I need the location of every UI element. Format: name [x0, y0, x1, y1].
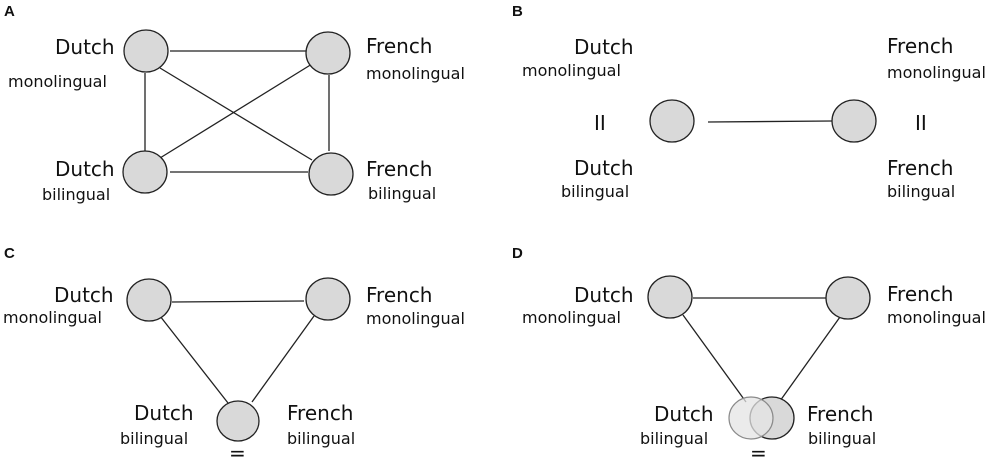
label-d-dutch-bi-type: bilingual: [640, 429, 708, 448]
label-d-french-bi-type: bilingual: [808, 429, 876, 448]
node-d-dutch-bilingual: [728, 396, 774, 440]
panel-a: A Dutch monolingual French monolingual D…: [4, 3, 465, 204]
label-d-dutch-bi-name: Dutch: [654, 402, 714, 426]
panel-b-letter: B: [512, 3, 523, 20]
edge-a-french-mono-dutch-bi: [159, 63, 313, 159]
label-b-dutch-mono-type: monolingual: [522, 61, 621, 80]
equal-symbol-b-french: II: [915, 111, 927, 135]
label-d-french-mono-type: monolingual: [887, 308, 986, 327]
edge-c-dutch-mono-bilingual: [159, 315, 229, 404]
label-c-french-mono-name: French: [366, 283, 432, 307]
panel-c: C Dutch monolingual French monolingual D…: [3, 245, 465, 465]
equal-symbol-b-dutch: II: [594, 111, 606, 135]
node-a-french-monolingual: [305, 31, 351, 75]
equal-symbol-d: =: [750, 441, 767, 465]
label-c-french-bi-type: bilingual: [287, 429, 355, 448]
label-a-french-mono-type: monolingual: [366, 64, 465, 83]
label-a-french-bi-type: bilingual: [368, 184, 436, 203]
node-c-french-monolingual: [305, 277, 351, 321]
label-a-dutch-bi-type: bilingual: [42, 185, 110, 204]
node-a-french-bilingual: [308, 152, 354, 196]
label-a-french-bi-name: French: [366, 157, 432, 181]
edge-d-dutch-mono-bilingual: [682, 314, 747, 403]
node-c-bilingual: [216, 400, 260, 442]
label-c-dutch-mono-type: monolingual: [3, 308, 102, 327]
node-a-dutch-bilingual: [122, 150, 168, 194]
label-b-dutch-bi-type: bilingual: [561, 182, 629, 201]
label-c-french-mono-type: monolingual: [366, 309, 465, 328]
label-d-dutch-mono-name: Dutch: [574, 283, 634, 307]
node-b-french: [831, 99, 877, 143]
panel-c-letter: C: [4, 245, 15, 262]
label-b-dutch-bi-name: Dutch: [574, 156, 634, 180]
node-b-dutch: [649, 99, 695, 143]
panel-b: B Dutch monolingual II Dutch bilingual F…: [512, 3, 986, 201]
label-d-french-mono-name: French: [887, 282, 953, 306]
label-b-french-mono-name: French: [887, 34, 953, 58]
edge-c-dutch-mono-french-mono: [171, 300, 305, 303]
edge-c-french-mono-bilingual: [251, 315, 315, 403]
label-a-french-mono-name: French: [366, 34, 432, 58]
label-c-french-bi-name: French: [287, 401, 353, 425]
label-c-dutch-mono-name: Dutch: [54, 283, 114, 307]
label-b-french-bi-name: French: [887, 156, 953, 180]
node-a-dutch-monolingual: [123, 29, 169, 73]
label-d-dutch-mono-type: monolingual: [522, 308, 621, 327]
label-a-dutch-mono-type: monolingual: [8, 72, 107, 91]
label-c-dutch-bi-name: Dutch: [134, 401, 194, 425]
panel-d-letter: D: [512, 245, 523, 262]
equal-symbol-c: =: [229, 441, 246, 465]
label-d-french-bi-name: French: [807, 402, 873, 426]
panel-a-letter: A: [4, 3, 15, 20]
label-a-dutch-bi-name: Dutch: [55, 157, 115, 181]
edge-a-dutch-mono-french-bi: [159, 67, 313, 161]
panel-d: D Dutch monolingual French monolingual D…: [512, 245, 986, 465]
edge-b-dutch-french: [707, 120, 833, 123]
node-d-french-monolingual: [825, 276, 871, 320]
edge-d-french-mono-bilingual: [779, 316, 841, 402]
node-c-dutch-monolingual: [126, 278, 172, 322]
label-c-dutch-bi-type: bilingual: [120, 429, 188, 448]
label-b-french-mono-type: monolingual: [887, 63, 986, 82]
node-d-dutch-monolingual: [647, 275, 693, 319]
label-a-dutch-mono-name: Dutch: [55, 35, 115, 59]
label-b-french-bi-type: bilingual: [887, 182, 955, 201]
label-b-dutch-mono-name: Dutch: [574, 35, 634, 59]
